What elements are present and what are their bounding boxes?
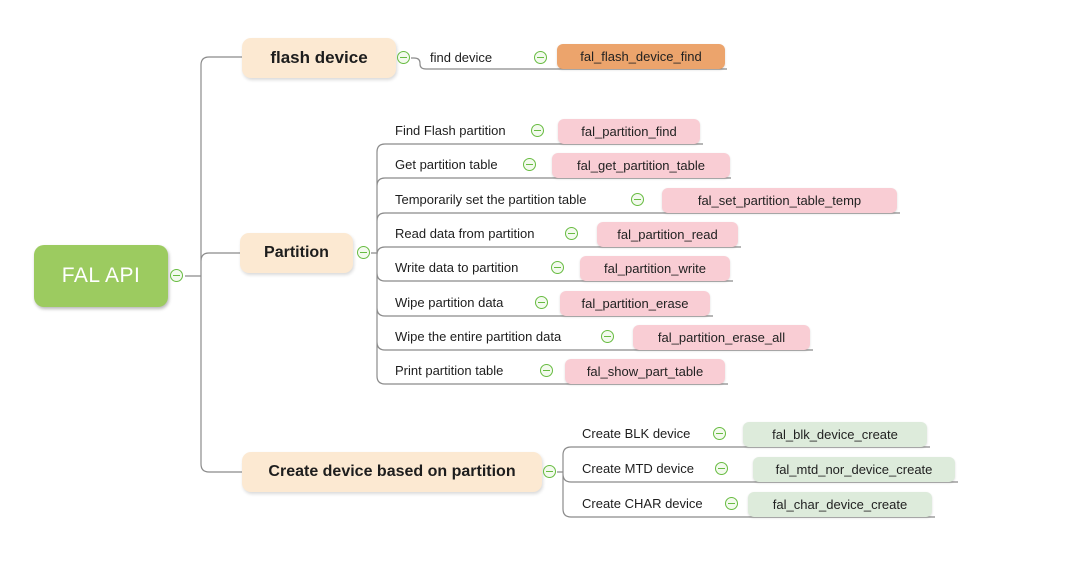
collapse-icon[interactable] <box>725 497 738 510</box>
topic-label-find-device[interactable]: find device <box>430 50 493 65</box>
topic-label-wipe-partition-data[interactable]: Wipe partition data <box>395 295 504 310</box>
collapse-icon-find-device[interactable] <box>534 51 547 64</box>
topic-label-get-partition-table[interactable]: Get partition table <box>395 157 498 172</box>
topic-label-print-partition-table[interactable]: Print partition table <box>395 363 504 378</box>
root-node-fal-api[interactable]: FAL API <box>34 245 168 307</box>
collapse-icon-partition[interactable] <box>357 246 370 259</box>
topic-label-read-data-from-partition[interactable]: Read data from partition <box>395 226 535 241</box>
func-node-fal-partition-write[interactable]: fal_partition_write <box>580 256 730 281</box>
collapse-icon[interactable] <box>631 193 644 206</box>
func-node-fal-set-partition-table-temp[interactable]: fal_set_partition_table_temp <box>662 188 897 213</box>
collapse-icon[interactable] <box>715 462 728 475</box>
func-node-fal-flash-device-find[interactable]: fal_flash_device_find <box>557 44 725 69</box>
topic-label-create-blk-device[interactable]: Create BLK device <box>582 426 691 441</box>
func-node-fal-char-device-create[interactable]: fal_char_device_create <box>748 492 932 517</box>
func-node-fal-mtd-nor-device-create[interactable]: fal_mtd_nor_device_create <box>753 457 955 482</box>
topic-label-temporarily-set-partition-table[interactable]: Temporarily set the partition table <box>395 192 587 207</box>
collapse-icon[interactable] <box>540 364 553 377</box>
func-node-fal-blk-device-create[interactable]: fal_blk_device_create <box>743 422 927 447</box>
func-node-fal-partition-erase[interactable]: fal_partition_erase <box>560 291 710 316</box>
collapse-icon[interactable] <box>535 296 548 309</box>
topic-label-find-flash-partition[interactable]: Find Flash partition <box>395 123 506 138</box>
branch-node-create-device-based-on-partition[interactable]: Create device based on partition <box>242 452 542 492</box>
topic-label-write-data-to-partition[interactable]: Write data to partition <box>395 260 519 275</box>
func-node-fal-partition-erase-all[interactable]: fal_partition_erase_all <box>633 325 810 350</box>
collapse-icon[interactable] <box>531 124 544 137</box>
collapse-icon[interactable] <box>713 427 726 440</box>
func-node-fal-show-part-table[interactable]: fal_show_part_table <box>565 359 725 384</box>
topic-label-create-mtd-device[interactable]: Create MTD device <box>582 461 694 476</box>
collapse-icon[interactable] <box>551 261 564 274</box>
collapse-icon-create-device[interactable] <box>543 465 556 478</box>
func-node-fal-partition-find[interactable]: fal_partition_find <box>558 119 700 144</box>
collapse-icon-root[interactable] <box>170 269 183 282</box>
func-node-fal-partition-read[interactable]: fal_partition_read <box>597 222 738 247</box>
branch-node-flash-device[interactable]: flash device <box>242 38 396 78</box>
topic-label-create-char-device[interactable]: Create CHAR device <box>582 496 703 511</box>
branch-node-partition[interactable]: Partition <box>240 233 353 273</box>
collapse-icon[interactable] <box>601 330 614 343</box>
func-node-fal-get-partition-table[interactable]: fal_get_partition_table <box>552 153 730 178</box>
collapse-icon[interactable] <box>565 227 578 240</box>
collapse-icon-flash-device[interactable] <box>397 51 410 64</box>
collapse-icon[interactable] <box>523 158 536 171</box>
topic-label-wipe-entire-partition-data[interactable]: Wipe the entire partition data <box>395 329 562 344</box>
